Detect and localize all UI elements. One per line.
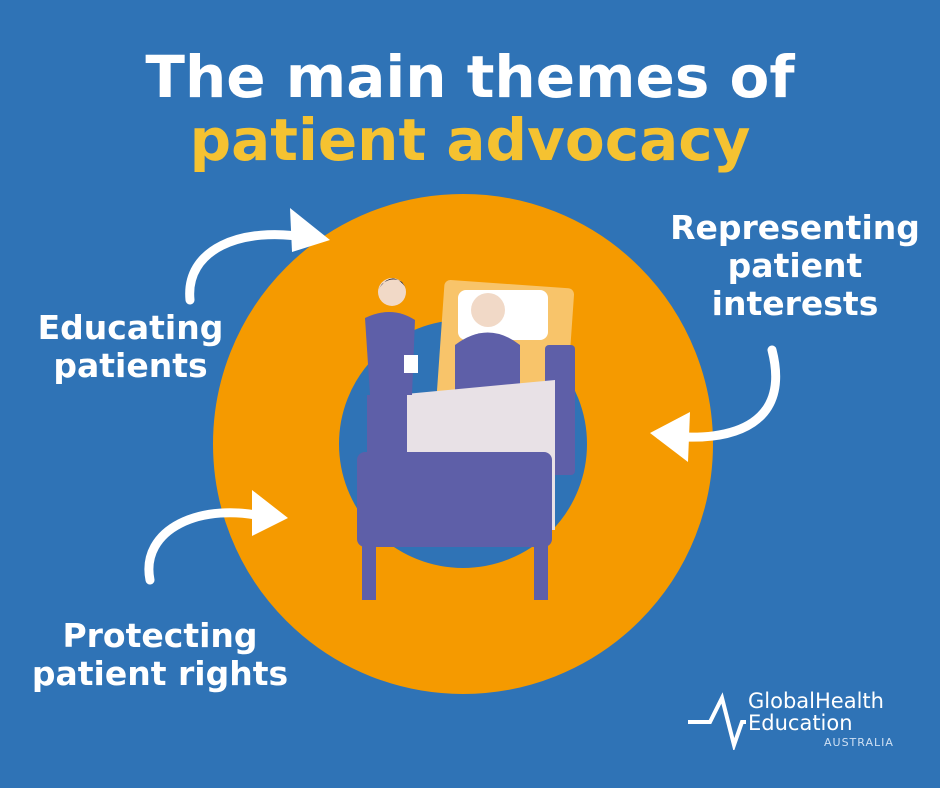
theme-label-line: Educating [37, 308, 224, 347]
orange-ring [213, 194, 713, 694]
heartbeat-logo-icon [688, 692, 746, 750]
theme-label-representing: Representing patient interests [670, 209, 920, 323]
arrow-top-left [185, 230, 315, 305]
theme-label-educating: Educating patients [28, 309, 233, 385]
theme-label-line: Representing [670, 208, 920, 247]
theme-label-protecting: Protecting patient rights [25, 617, 295, 693]
theme-label-line: interests [711, 284, 879, 323]
theme-label-line: patients [53, 346, 208, 385]
title-line-2: patient advocacy [189, 106, 751, 174]
arrow-bottom-left [144, 508, 275, 585]
logo-line-2: Education [748, 711, 853, 735]
arrowhead-icon [650, 412, 690, 462]
title-line-1: The main themes of [145, 43, 795, 111]
theme-label-line: Protecting [62, 616, 258, 655]
nurse-patient-illustration [357, 278, 575, 600]
arrowhead-icon [252, 490, 288, 536]
logo-line-1: GlobalHealth [748, 689, 884, 713]
arrowhead-icon [290, 208, 330, 252]
theme-label-line: patient rights [31, 654, 289, 693]
logo-line-3: AUSTRALIA [824, 736, 894, 749]
theme-label-line: patient [727, 246, 863, 285]
